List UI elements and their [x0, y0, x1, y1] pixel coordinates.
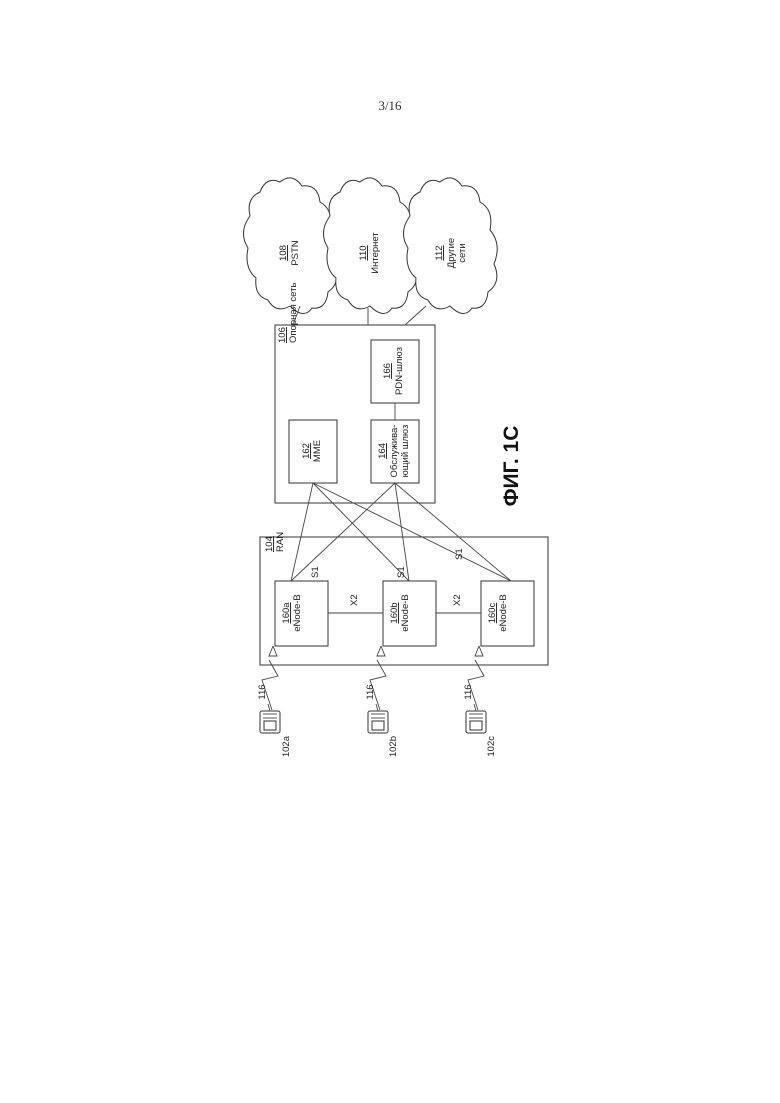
- s1-label-a: S1: [310, 566, 321, 578]
- core-network: 106 Опорная сеть 162 MME 164 Обслужива- …: [275, 283, 435, 503]
- x2-label-ab: X2: [349, 594, 360, 606]
- s1-label-c: S1: [454, 548, 465, 560]
- mme-label: MME: [312, 440, 323, 462]
- enodeb-b-ref: 160b: [389, 602, 400, 623]
- cloud-other-label-2: сети: [457, 243, 468, 262]
- air-link-label-a: 116: [257, 684, 268, 699]
- core-network-ref: 106: [277, 327, 288, 343]
- enodeb-a-ref: 160a: [281, 602, 292, 624]
- cloud-other-networks: 112 Другие сети: [403, 178, 497, 314]
- cloud-pstn-ref: 108: [278, 245, 289, 261]
- mme-ref: 162: [301, 443, 312, 459]
- enodeb-c-ref: 160c: [487, 602, 498, 623]
- cloud-internet-label: Интернет: [370, 232, 381, 274]
- wtru-label-b: 102b: [388, 736, 399, 757]
- enodeb-a-label: eNode-B: [292, 594, 303, 632]
- ran-label: RAN: [275, 532, 286, 552]
- pdn-gateway-label: PDN-шлюз: [394, 347, 405, 395]
- mobile-phone-icon: [466, 704, 486, 733]
- figure-label: ФИГ. 1C: [500, 426, 523, 507]
- serving-gateway-label-1: Обслужива-: [389, 425, 400, 478]
- cloud-internet-ref: 110: [358, 245, 369, 260]
- link-core-other: [405, 306, 426, 325]
- cloud-internet: 110 Интернет: [323, 178, 417, 314]
- mobile-phone-icon: [368, 704, 388, 733]
- wtru-label-a: 102a: [281, 735, 292, 757]
- cloud-other-label-1: Другие: [446, 238, 457, 268]
- ran: 104 RAN 160a eNode-B 160b eNode-B 160c e…: [260, 532, 548, 665]
- pdn-gateway-ref: 166: [382, 363, 393, 379]
- enodeb-b-label: eNode-B: [400, 594, 411, 632]
- air-link-label-b: 116: [365, 684, 376, 699]
- s1-label-b: S1: [396, 566, 407, 578]
- wtru-label-c: 102c: [486, 736, 497, 757]
- air-link-label-c: 116: [463, 684, 474, 699]
- rotated-figure: 108 PSTN 110 Интернет 112 Другие сети 10…: [243, 178, 548, 757]
- x2-label-bc: X2: [452, 594, 463, 606]
- cloud-other-ref: 112: [434, 245, 445, 260]
- cloud-pstn-label: PSTN: [290, 240, 301, 265]
- serving-gateway-label-2: ющий шлюз: [400, 425, 411, 478]
- enodeb-c-label: eNode-B: [498, 594, 509, 632]
- serving-gateway-ref: 164: [377, 443, 388, 459]
- ran-ref: 104: [264, 536, 275, 552]
- mobile-phone-icon: [260, 704, 280, 733]
